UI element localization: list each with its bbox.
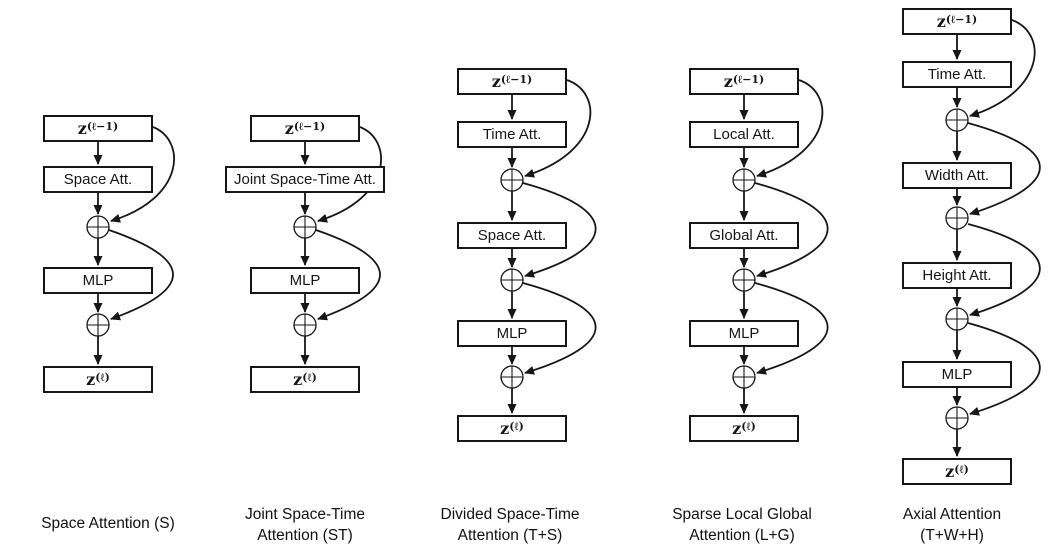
block-global-att: Global Att. — [689, 222, 799, 249]
col5-skip-connections — [967, 19, 1041, 416]
residual-add-icon — [732, 365, 756, 389]
col3-skip-connections — [522, 79, 597, 375]
residual-add-icon — [945, 108, 969, 132]
block-mlp: MLP — [250, 267, 360, 294]
column-caption: Divided Space-Time Attention (T+S) — [440, 506, 580, 544]
block-mlp: MLP — [689, 320, 799, 347]
block-label: Time Att. — [927, 66, 987, 83]
residual-add-icon — [293, 313, 317, 337]
block-label: Time Att. — [482, 126, 542, 143]
block-label: MLP — [496, 325, 528, 342]
residual-add-icon — [945, 406, 969, 430]
block-space-att: Space Att. — [43, 166, 153, 193]
residual-add-icon — [500, 268, 524, 292]
block-label: Global Att. — [709, 227, 779, 244]
block-space-att: Space Att. — [457, 222, 567, 249]
output-token-box: z(ℓ) — [250, 366, 360, 393]
block-label: MLP — [941, 366, 973, 383]
column-caption: Axial Attention (T+W+H) — [902, 506, 1002, 544]
math-label: z(ℓ) — [293, 369, 317, 389]
input-token-box: z(ℓ−1) — [457, 68, 567, 95]
residual-add-icon — [293, 215, 317, 239]
residual-add-icon — [86, 313, 110, 337]
block-joint-space-time-att: Joint Space-Time Att. — [225, 166, 385, 193]
col1-skip-connections — [108, 126, 175, 321]
block-label: Joint Space-Time Att. — [233, 171, 376, 188]
block-time-att: Time Att. — [457, 121, 567, 148]
residual-add-icon — [86, 215, 110, 239]
col4-skip-connections — [754, 79, 829, 375]
math-label: z(ℓ) — [86, 369, 110, 389]
block-label: Local Att. — [713, 126, 775, 143]
math-label: z(ℓ−1) — [284, 118, 326, 138]
block-label: Width Att. — [924, 167, 990, 184]
input-token-box: z(ℓ−1) — [43, 115, 153, 142]
block-label: MLP — [728, 325, 760, 342]
math-label: z(ℓ−1) — [491, 71, 533, 91]
column-caption: Joint Space-Time Attention (ST) — [244, 506, 366, 544]
block-label: MLP — [289, 272, 321, 289]
block-mlp: MLP — [457, 320, 567, 347]
residual-add-icon — [500, 168, 524, 192]
math-label: z(ℓ−1) — [723, 71, 765, 91]
input-token-box: z(ℓ−1) — [689, 68, 799, 95]
block-label: Space Att. — [63, 171, 133, 188]
output-token-box: z(ℓ) — [902, 458, 1012, 485]
block-mlp: MLP — [902, 361, 1012, 388]
block-label: Height Att. — [922, 267, 992, 284]
block-time-att: Time Att. — [902, 61, 1012, 88]
math-label: z(ℓ) — [945, 461, 969, 481]
column-caption: Sparse Local Global Attention (L+G) — [672, 506, 812, 544]
residual-add-icon — [732, 268, 756, 292]
input-token-box: z(ℓ−1) — [902, 8, 1012, 35]
math-label: z(ℓ−1) — [77, 118, 119, 138]
math-label: z(ℓ) — [500, 418, 524, 438]
math-label: z(ℓ) — [732, 418, 756, 438]
output-token-box: z(ℓ) — [43, 366, 153, 393]
output-token-box: z(ℓ) — [689, 415, 799, 442]
block-local-att: Local Att. — [689, 121, 799, 148]
residual-add-icon — [500, 365, 524, 389]
block-mlp: MLP — [43, 267, 153, 294]
residual-add-icon — [945, 307, 969, 331]
output-token-box: z(ℓ) — [457, 415, 567, 442]
block-width-att: Width Att. — [902, 162, 1012, 189]
block-height-att: Height Att. — [902, 262, 1012, 289]
residual-add-icon — [732, 168, 756, 192]
math-label: z(ℓ−1) — [936, 11, 978, 31]
block-label: Space Att. — [477, 227, 547, 244]
residual-add-icon — [945, 206, 969, 230]
input-token-box: z(ℓ−1) — [250, 115, 360, 142]
column-caption: Space Attention (S) — [41, 515, 175, 532]
block-label: MLP — [82, 272, 114, 289]
